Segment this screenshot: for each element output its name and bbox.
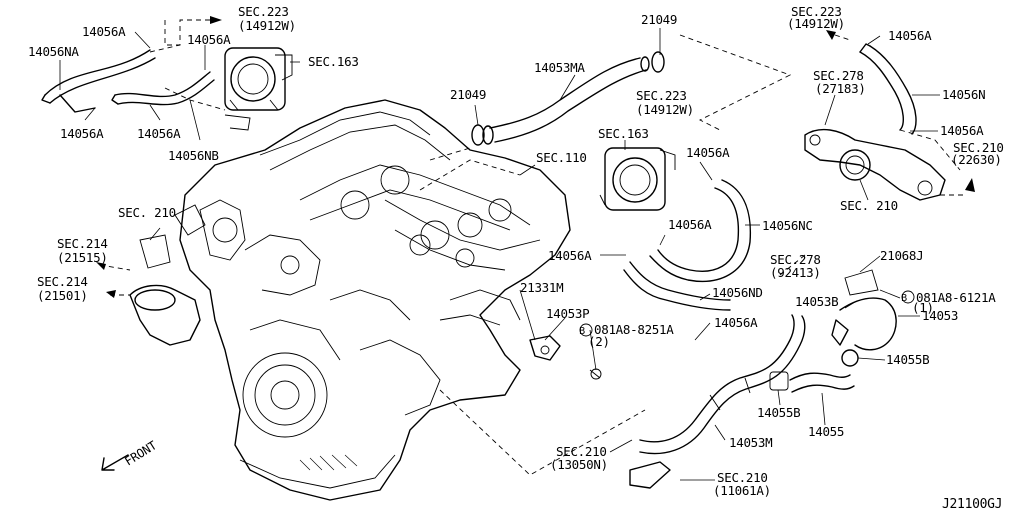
label-sec210: SEC.210 — [717, 470, 768, 485]
label-21049: 21049 — [641, 12, 677, 27]
label-sec214: SEC.214 — [37, 274, 88, 289]
engine-block — [174, 99, 571, 501]
label-bolt-marker: B — [579, 326, 585, 337]
label-sec278-ref: (92413) — [770, 265, 821, 280]
label-sec223: SEC.223 — [636, 88, 687, 103]
label-sec163: SEC.163 — [598, 126, 649, 141]
label-14055: 14055 — [808, 424, 844, 439]
label-14056NB: 14056NB — [168, 148, 219, 163]
part-labels: 14056A SEC.223 (14912W) 14056NA 14056A S… — [28, 4, 1004, 512]
label-14056N: 14056N — [942, 87, 985, 102]
label-14055B: 14055B — [886, 352, 929, 367]
hose-14056N — [859, 43, 917, 135]
front-arrow-icon — [101, 454, 129, 471]
hose-14056NB — [111, 71, 251, 131]
thermostat-housing-right — [804, 128, 946, 201]
leader-lines — [59, 28, 940, 481]
arrow-icons — [96, 16, 975, 471]
label-081A8-8251A: 081A8-8251A — [594, 322, 674, 337]
label-14056NC: 14056NC — [762, 218, 813, 233]
label-14056A: 14056A — [686, 145, 730, 160]
label-sec210: SEC.210 — [556, 444, 607, 459]
label-sec163: SEC.163 — [308, 54, 359, 69]
label-sec214-ref: (21501) — [37, 288, 88, 303]
label-14056A: 14056A — [187, 32, 231, 47]
bolt-marker-icon — [579, 323, 593, 337]
label-bolt-marker: B — [901, 293, 907, 304]
label-sec210: SEC.210 — [953, 140, 1004, 155]
label-14056A: 14056A — [714, 315, 758, 330]
label-14053MA: 14053MA — [534, 60, 585, 75]
hose-14056ND — [623, 261, 731, 311]
arrow-left-icon — [96, 262, 106, 270]
label-sec214: SEC.214 — [57, 236, 108, 251]
label-14056NA: 14056NA — [28, 44, 79, 59]
label-quantity: (2) — [588, 334, 610, 349]
front-label: FRONT — [122, 438, 159, 468]
label-sec110: SEC.110 — [536, 150, 587, 165]
label-sec210: SEC. 210 — [118, 205, 176, 220]
label-14056A: 14056A — [137, 126, 181, 141]
label-14055B: 14055B — [757, 405, 800, 420]
label-14056A: 14056A — [548, 248, 592, 263]
label-sec210: SEC. 210 — [840, 198, 898, 213]
arrow-up-icon — [965, 178, 975, 192]
label-sec223: SEC.223 — [791, 4, 842, 19]
label-14053: 14053 — [922, 308, 958, 323]
hose-14055 — [769, 371, 855, 393]
label-21331M: 21331M — [520, 280, 563, 295]
label-14053M: 14053M — [729, 435, 772, 450]
label-14056A: 14056A — [60, 126, 104, 141]
label-14056A: 14056A — [82, 24, 126, 39]
label-081A8-6121A: 081A8-6121A — [916, 290, 996, 305]
label-14056A: 14056A — [888, 28, 932, 43]
label-quantity: (1) — [912, 300, 934, 315]
label-sec210-ref: (11061A) — [713, 483, 771, 498]
hose-14056NA — [41, 49, 156, 113]
label-sec223-ref: (14912W) — [787, 16, 845, 31]
hose-14056NC — [649, 179, 752, 282]
label-21068J: 21068J — [880, 248, 923, 263]
water-pipe-14053M — [629, 314, 806, 489]
arrow-left-icon — [106, 290, 116, 298]
label-21049: 21049 — [450, 87, 486, 102]
label-sec223: SEC.223 — [238, 4, 289, 19]
label-14053B: 14053B — [795, 294, 838, 309]
arrow-right-icon — [210, 16, 222, 24]
label-14056A: 14056A — [668, 217, 712, 232]
throttle-body-mid — [599, 147, 676, 211]
label-14056ND: 14056ND — [712, 285, 763, 300]
label-14053P: 14053P — [546, 306, 589, 321]
label-sec210-ref: (22630) — [951, 152, 1002, 167]
bolt-marker-icon — [901, 290, 915, 304]
label-sec223-ref: (14912W) — [238, 18, 296, 33]
label-14056A: 14056A — [940, 123, 984, 138]
water-outlet-left — [129, 234, 201, 346]
label-sec210-ref: (13050N) — [550, 457, 608, 472]
label-sec278: SEC.278 — [813, 68, 864, 83]
arrow-up-icon — [826, 30, 836, 40]
label-sec278-ref: (27183) — [815, 81, 866, 96]
label-sec223-ref: (14912W) — [636, 102, 694, 117]
diagram-id: J21100GJ — [942, 497, 1002, 512]
label-sec214-ref: (21515) — [57, 250, 108, 265]
label-sec278: SEC.278 — [770, 252, 821, 267]
throttle-body-top — [224, 47, 293, 111]
